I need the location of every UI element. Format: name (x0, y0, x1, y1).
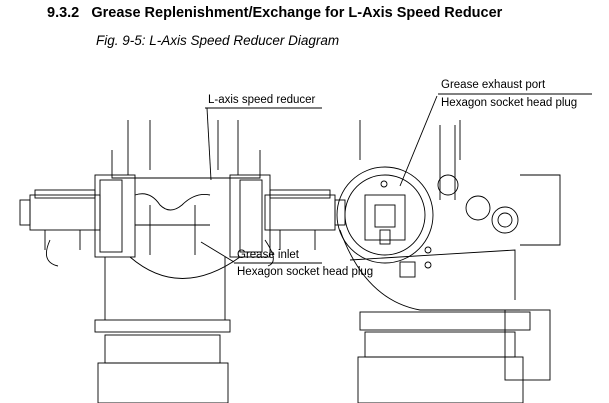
figure-caption: Fig. 9-5: L-Axis Speed Reducer Diagram (96, 33, 340, 48)
label-exhaust-hex-plug: Hexagon socket head plug (441, 97, 578, 109)
label-grease-inlet: Grease inlet (237, 249, 300, 261)
right-robot-view (336, 120, 561, 403)
section-title: Grease Replenishment/Exchange for L-Axis… (91, 5, 503, 21)
left-robot-view (19, 120, 346, 403)
section-heading: 9.3.2 Grease Replenishment/Exchange for … (47, 5, 502, 21)
section-number: 9.3.2 (47, 5, 80, 21)
label-inlet-hex-plug: Hexagon socket head plug (237, 266, 374, 278)
label-grease-exhaust-port: Grease exhaust port (441, 79, 546, 91)
label-l-axis-speed-reducer: L-axis speed reducer (208, 94, 316, 106)
leader-lines (200, 93, 592, 264)
